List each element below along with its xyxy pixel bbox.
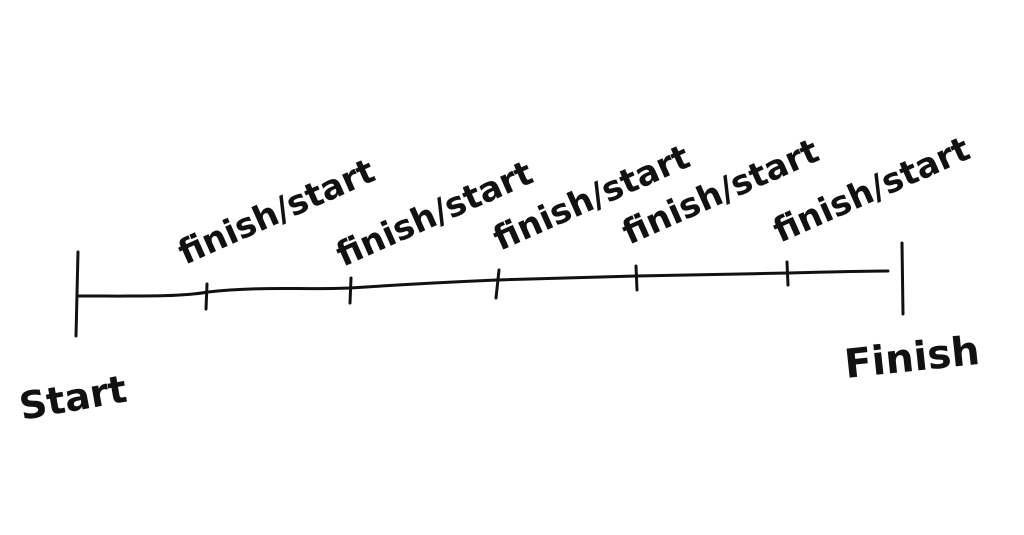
milestone-tick-2	[348, 276, 353, 305]
milestone-tick-4	[634, 264, 639, 292]
start-cap	[74, 250, 80, 338]
milestone-tick-1	[204, 282, 209, 311]
start-label: Start	[16, 367, 130, 429]
milestone-tick-3	[494, 268, 501, 300]
end-cap	[900, 241, 905, 316]
milestone-tick-5	[785, 260, 790, 287]
finish-label: Finish	[842, 328, 982, 388]
timeline-line	[76, 269, 890, 298]
